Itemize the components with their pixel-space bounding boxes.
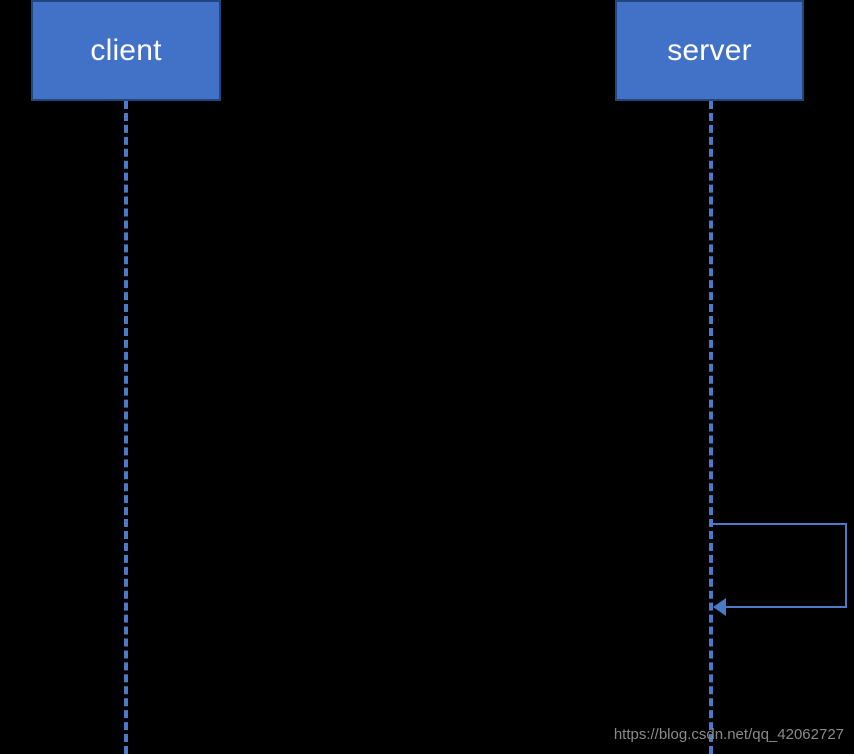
lifeline-client [124,101,128,754]
participant-label-client: client [90,33,162,67]
watermark-text: https://blog.csdn.net/qq_42062727 [613,726,844,743]
self-message-top-segment [713,523,847,525]
self-message-server[interactable] [713,523,847,616]
self-message-bottom-segment [721,606,847,608]
participant-box-client[interactable]: client [31,0,221,101]
lifeline-server [709,101,713,754]
participant-box-server[interactable]: server [615,0,804,101]
arrow-head-icon [713,598,726,616]
self-message-right-segment [845,523,847,608]
participant-label-server: server [667,33,752,67]
